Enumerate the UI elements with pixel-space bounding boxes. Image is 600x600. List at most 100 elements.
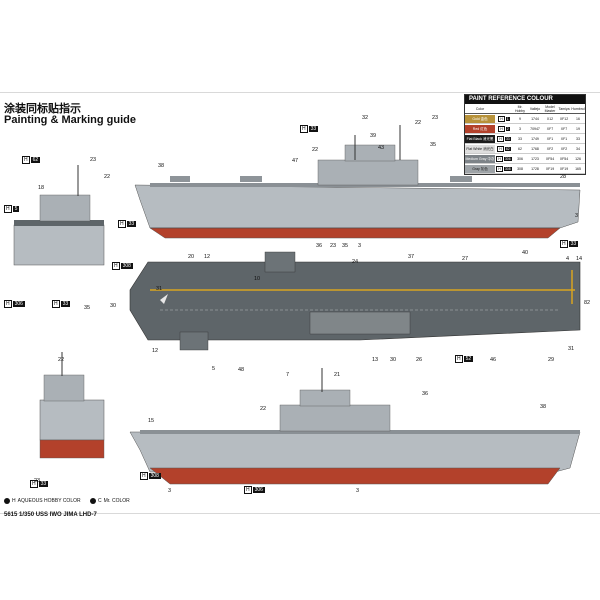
bow-marking [160,294,168,304]
part-number: 3 [168,488,172,494]
part-number: 23 [90,157,97,163]
part-number: 23 [34,478,41,484]
paint-master: X12 [546,116,554,121]
paint-tamiya: XF1 [560,136,568,141]
bow-hull [13,224,105,266]
paint-humbrol: 126 [575,156,581,161]
elevator-fwd [264,251,296,273]
title-chinese: 涂装同标贴指示 [4,103,81,115]
aircraft-2 [240,176,262,182]
paint-swatch: Red 红色 [465,124,495,133]
part-number: 21 [334,372,341,378]
part-number: 40 [522,250,529,256]
island-superstructure [317,159,419,186]
paint-tamiya: XF19 [559,166,569,171]
paint-humbrol: 16 [576,116,580,121]
part-number: 3 [356,488,360,494]
part-number: 23 [330,243,337,249]
paint-hobby: 33 [518,136,522,141]
part-number: 43 [378,145,385,151]
part-number: 30 [110,303,117,309]
col-tamiya: Tamiya [558,106,570,111]
aqueous-dot-icon [4,498,10,504]
island-top [309,311,411,335]
paint-swatch: Medium Gray 中灰 [465,154,495,163]
paint-hobby: 62 [518,146,522,151]
callout-badge: H 52 [455,355,474,363]
flight-deck [129,261,581,341]
part-number: 5 [212,366,216,372]
part-number: 31 [568,346,575,352]
paint-master: XF1 [546,136,554,141]
paint-tamiya: XF7 [560,126,568,131]
aircraft-3 [450,176,472,182]
part-number: 27 [462,256,469,262]
part-number: 46 [490,357,497,363]
part-number: 35 [342,243,349,249]
paint-humbrol: 19 [576,126,580,131]
col-hobby: Mr. Hobby [514,104,526,113]
paint-hobby: 306 [517,156,523,161]
stern-red [39,439,105,459]
paint-vallejo: 1723 [531,156,539,161]
part-number: 30 [390,357,397,363]
paint-table-columns: Color Mr. Hobby Vallejo Model Master Tam… [465,104,585,114]
part-number: 3 [575,213,579,219]
part-number: 28 [560,174,567,180]
part-number: 23 [432,115,439,121]
mr-color-dot-icon [90,498,96,504]
col-master: Model Master [544,104,556,113]
paint-master: XF19 [545,166,555,171]
part-number: 22 [415,120,422,126]
paint-hobby: 3 [519,126,521,131]
stern-island [43,374,85,402]
part-number: 38 [158,163,165,169]
island-upper [344,144,396,162]
paint-swatch: Flat White 消光白 [465,144,495,153]
paint-humbrol: 33 [576,136,580,141]
paint-swatch: Gold 金色 [465,114,495,123]
paint-humbrol: 34 [576,146,580,151]
part-number: 24 [352,259,359,265]
callout-badge: H 308 [112,262,133,270]
part-number: 14 [576,256,583,262]
part-number: 15 [148,418,155,424]
paint-tamiya: XF2 [560,146,568,151]
paint-humbrol: 165 [575,166,581,171]
legend-aqueous-label: AQUEOUS HOBBY COLOR [17,498,81,504]
paint-master: XF7 [546,126,554,131]
bow-deck [14,220,104,226]
part-number: 37 [408,254,415,260]
part-number: 36 [422,391,429,397]
flight-deck-edge-port [140,430,580,434]
paint-tamiya: XF12 [559,116,569,121]
callout-badge: H 33 [118,220,137,228]
paint-table-heading: PAINT REFERENCE COLOUR [465,95,585,104]
paint-master: XF54 [545,156,555,161]
callout-badge: H 33 [560,240,579,248]
bow-island [39,194,91,222]
title-english: Painting & Marking guide [4,114,137,126]
callout-badge: H 33 [300,125,319,133]
callout-badge: H 306 [4,300,25,308]
part-number: 22 [58,357,65,363]
part-number: 38 [540,404,547,410]
part-number: 47 [292,158,299,164]
part-number: 22 [312,147,319,153]
hull-red-port [149,467,561,485]
part-number: 4 [566,256,570,262]
part-number: 26 [416,357,423,363]
part-number: 12 [152,348,159,354]
part-number: 7 [286,372,290,378]
